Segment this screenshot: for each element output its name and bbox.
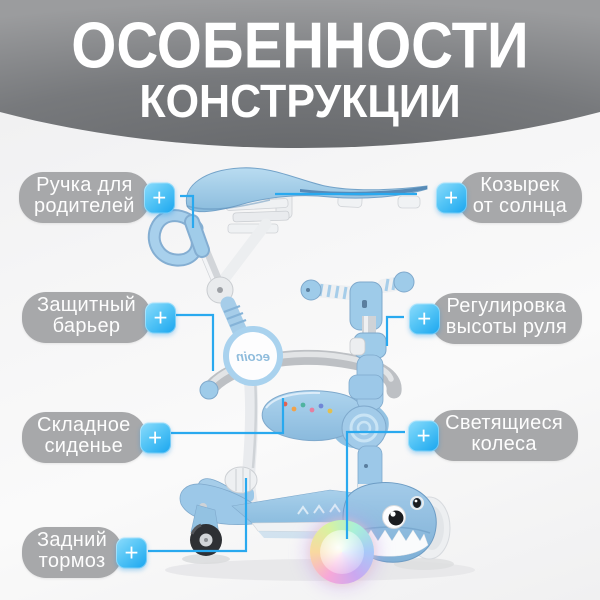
seat-stickers	[282, 401, 333, 414]
callout-label-light-up-wheels: Светящиеся колеса	[430, 410, 578, 461]
callout-folding-seat: Складное сиденье +	[22, 412, 171, 463]
callout-label-safety-barrier: Защитный барьер	[22, 292, 151, 343]
sun-canopy	[185, 167, 428, 213]
plus-button-rear-brake[interactable]: +	[116, 537, 148, 568]
light-up-wheel	[310, 520, 374, 584]
page-title-line2: КОНСТРУКЦИИ	[139, 76, 461, 128]
plus-button-sun-visor[interactable]: +	[435, 182, 467, 213]
callout-label-rear-brake: Задний тормоз	[22, 527, 123, 578]
barrier-clamp	[348, 374, 384, 400]
callout-parent-handle: Ручка для родителей +	[19, 172, 175, 223]
plus-button-parent-handle[interactable]: +	[143, 182, 175, 213]
plus-button-light-up-wheels[interactable]: +	[408, 420, 440, 451]
callout-light-up-wheels: Светящиеся колеса +	[408, 410, 578, 461]
brand-logo-text: ecoin	[236, 349, 270, 364]
callout-sun-visor: Козырек от солнца +	[435, 172, 582, 223]
callout-handlebar-height: Регулировка высоты руля +	[408, 293, 582, 344]
plus-button-handlebar-height[interactable]: +	[408, 303, 440, 334]
page-title-line1: ОСОБЕННОСТИ	[71, 9, 529, 82]
shark-eye-far	[413, 498, 421, 508]
plus-button-safety-barrier[interactable]: +	[144, 302, 176, 333]
callout-safety-barrier: Защитный барьер +	[22, 292, 176, 343]
plus-button-folding-seat[interactable]: +	[139, 422, 171, 453]
brand-logo-disc: ecoin	[223, 326, 283, 386]
callout-label-sun-visor: Козырек от солнца	[457, 172, 582, 223]
callout-rear-brake: Задний тормоз +	[22, 527, 148, 578]
canopy-bracket	[225, 189, 421, 234]
deck-emboss-marking	[297, 503, 341, 515]
callout-label-folding-seat: Складное сиденье	[22, 412, 146, 463]
callout-label-handlebar-height: Регулировка высоты руля	[430, 293, 582, 344]
callout-label-parent-handle: Ручка для родителей	[19, 172, 150, 223]
folding-joint	[341, 405, 387, 451]
